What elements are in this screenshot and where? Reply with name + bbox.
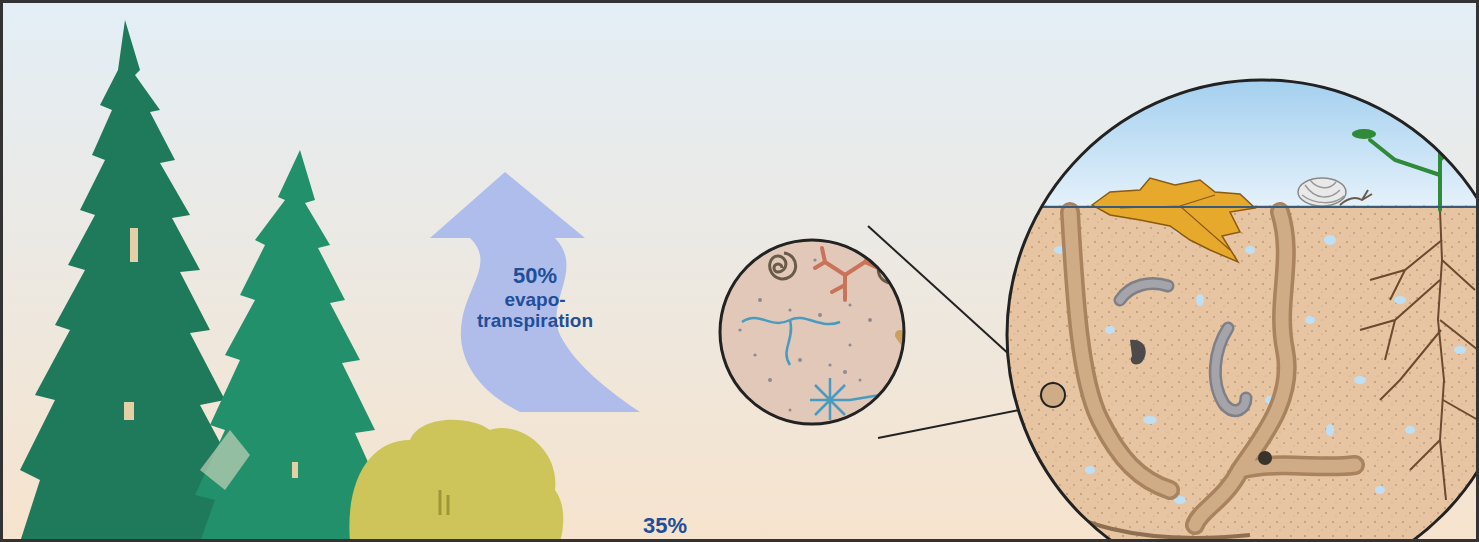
process-name: evapo- transpiration: [444, 289, 626, 332]
percent-value: 50%: [444, 264, 626, 289]
percent-label: 35%: [610, 515, 720, 537]
arrow-label-box: 50%evapo- transpiration: [440, 262, 630, 333]
